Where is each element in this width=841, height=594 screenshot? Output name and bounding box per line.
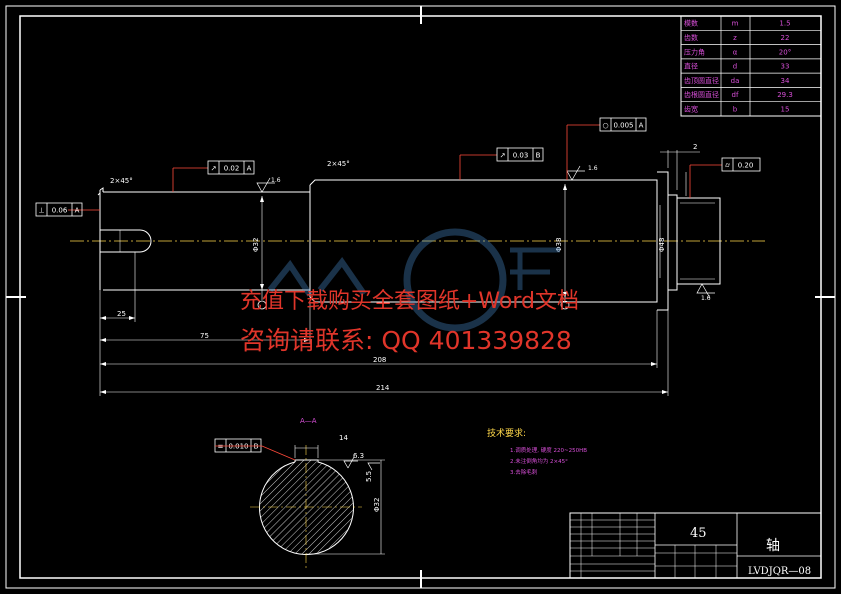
tolerance-frame: ↗ 0.03 B bbox=[496, 147, 544, 162]
dimension-texts: 25 75 208 214 2×45° 2×45° 2 Φ32 Φ38 Φ48 bbox=[110, 143, 697, 392]
param-symbol: b bbox=[733, 105, 738, 113]
sec-dim-14: 14 bbox=[339, 434, 348, 442]
tolerance-datum: A bbox=[639, 122, 644, 130]
datum-marker-left bbox=[257, 300, 267, 310]
param-symbol: d bbox=[733, 63, 737, 71]
tolerance-frame: ⊥ 0.06 A bbox=[35, 202, 83, 217]
keyway-left bbox=[100, 229, 152, 253]
tolerance-value: 0.010 bbox=[228, 443, 248, 451]
datum-marker-right bbox=[560, 300, 570, 310]
param-value: 15 bbox=[781, 105, 790, 113]
tolerance-symbol: ↗ bbox=[211, 165, 217, 173]
tolerance-symbol: ⊥ bbox=[38, 207, 44, 215]
tech-item-3: 3.去除毛刺 bbox=[510, 468, 538, 476]
title-material: 45 bbox=[690, 526, 707, 541]
sec-depth: 5.5 bbox=[365, 471, 373, 482]
param-symbol: m bbox=[732, 20, 739, 28]
tolerance-symbol: ⌭ bbox=[725, 162, 730, 170]
param-value: 29.3 bbox=[777, 91, 793, 99]
param-value: 1.5 bbox=[779, 20, 790, 28]
dim-25: 25 bbox=[117, 310, 126, 318]
param-value: 20° bbox=[779, 48, 791, 56]
param-name: 齿数 bbox=[684, 33, 698, 42]
dia-large: Φ38 bbox=[555, 238, 563, 252]
tech-requirements: 技术要求: 1.调质处理, 硬度 220~250HB 2.未注倒角均为 2×45… bbox=[487, 427, 587, 476]
param-name: 直径 bbox=[684, 62, 698, 71]
tolerance-datum: A bbox=[75, 207, 80, 215]
tolerance-datum: A bbox=[247, 165, 252, 173]
tolerance-value: 0.20 bbox=[738, 162, 754, 170]
param-name: 齿根圆直径 bbox=[684, 90, 719, 99]
tech-item-1: 1.调质处理, 硬度 220~250HB bbox=[510, 446, 587, 454]
centering-marks bbox=[6, 6, 835, 588]
chamfer-left: 2×45° bbox=[110, 177, 133, 185]
param-symbol: df bbox=[732, 91, 739, 99]
param-symbol: da bbox=[731, 77, 740, 85]
tolerance-frame: ≡ 0.010 B bbox=[214, 438, 262, 453]
watermark-line-1: 充值下载购买全套图纸+Word文档 bbox=[240, 289, 579, 314]
dia-head: Φ48 bbox=[658, 238, 666, 252]
param-name: 齿宽 bbox=[684, 104, 698, 113]
rough-2: 1.6 bbox=[588, 165, 598, 172]
tolerance-datum: B bbox=[536, 152, 541, 160]
dimension-arrows bbox=[100, 184, 668, 394]
rough-3: 1.6 bbox=[701, 295, 711, 302]
title-block bbox=[569, 512, 822, 579]
dimension-lines bbox=[99, 150, 700, 396]
sec-dia: Φ32 bbox=[373, 498, 381, 512]
tolerance-value: 0.03 bbox=[513, 152, 529, 160]
param-name: 齿顶圆直径 bbox=[684, 76, 719, 85]
param-value: 22 bbox=[781, 34, 790, 42]
tolerance-value: 0.005 bbox=[613, 122, 633, 130]
tech-item-2: 2.未注倒角均为 2×45° bbox=[510, 457, 568, 465]
shaft-outline bbox=[97, 171, 721, 311]
dim-75: 75 bbox=[200, 332, 209, 340]
tolerance-frame: ○ 0.005 A bbox=[599, 117, 647, 132]
title-drawing-no: LVDJQR—08 bbox=[748, 566, 811, 577]
tolerance-symbol: ○ bbox=[602, 122, 608, 130]
tolerance-datum: B bbox=[254, 443, 259, 451]
parameter-table: 模数 m 1.5 齿数 z 22 压力角 α 20° 直径 d 33 齿顶圆直径 da 34 齿根圆直径 df 2… bbox=[680, 15, 822, 117]
dim-2: 2 bbox=[693, 143, 697, 151]
logo-watermark bbox=[267, 228, 560, 332]
dim-214: 214 bbox=[376, 384, 390, 392]
param-symbol: z bbox=[733, 34, 737, 42]
watermark-line-2: 咨询请联系: QQ 401339828 bbox=[240, 326, 572, 355]
tolerance-value: 0.02 bbox=[224, 165, 240, 173]
param-symbol: α bbox=[733, 48, 738, 56]
tolerance-symbol: ↗ bbox=[500, 152, 506, 160]
param-value: 33 bbox=[781, 63, 790, 71]
tolerance-frame: ↗ 0.02 A bbox=[207, 160, 255, 175]
tolerance-leaders bbox=[68, 124, 722, 211]
dia-small: Φ32 bbox=[252, 238, 260, 252]
param-name: 模数 bbox=[684, 19, 698, 28]
param-value: 34 bbox=[781, 77, 790, 85]
tolerance-symbol: ≡ bbox=[218, 443, 224, 451]
section-label: A—A bbox=[300, 417, 317, 425]
rough-1: 1.6 bbox=[271, 177, 281, 184]
tech-title: 技术要求: bbox=[487, 427, 526, 439]
tolerance-frame: ⌭ 0.20 bbox=[721, 157, 761, 172]
dim-208: 208 bbox=[373, 356, 386, 364]
title-part-name: 轴 bbox=[766, 538, 780, 554]
sec-rough: 6.3 bbox=[353, 452, 364, 460]
tolerance-value: 0.06 bbox=[52, 207, 68, 215]
section-view bbox=[215, 445, 385, 568]
chamfer-mid: 2×45° bbox=[327, 160, 350, 168]
param-name: 压力角 bbox=[684, 47, 705, 56]
